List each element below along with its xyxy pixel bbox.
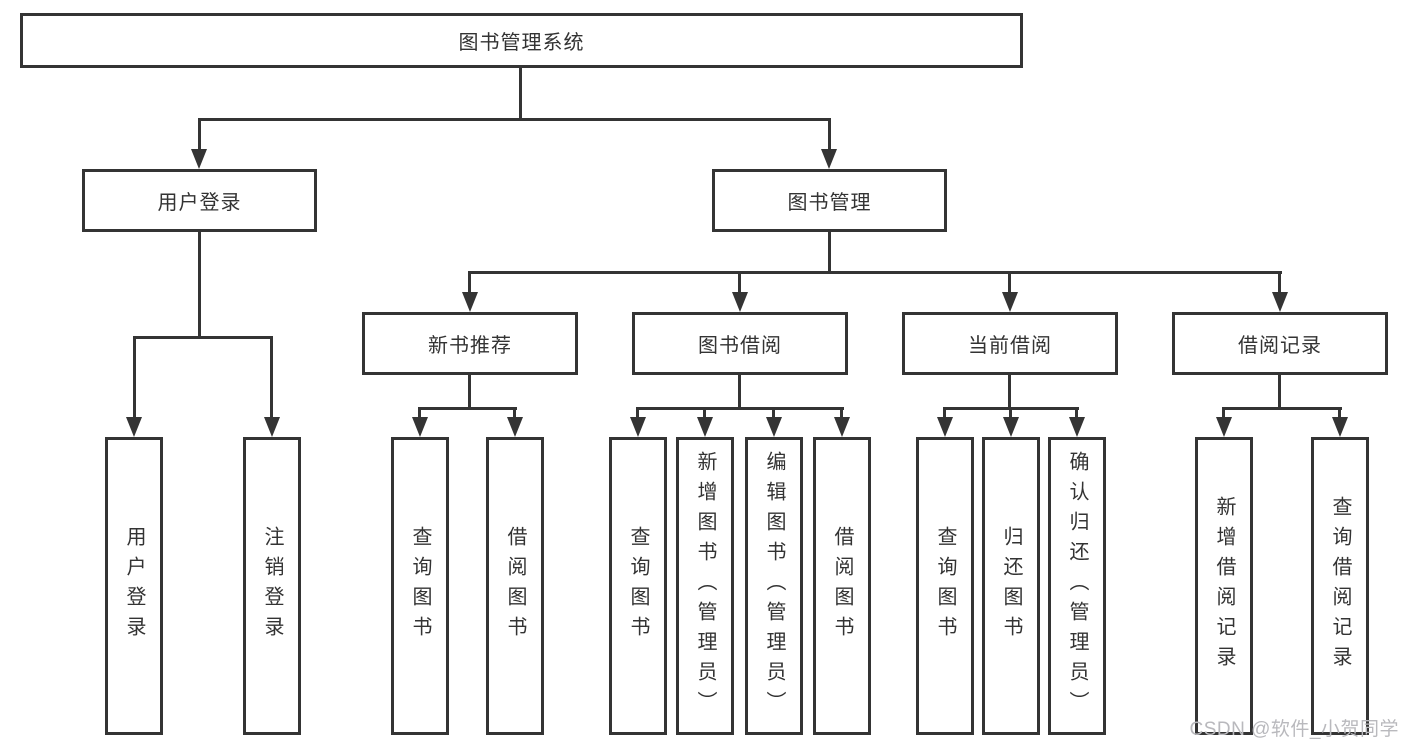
connector-line <box>468 375 471 409</box>
connector-line <box>1222 407 1225 420</box>
leaf-confirm-return-admin: 确认归还（管理员） <box>1048 437 1106 735</box>
node-root-label: 图书管理系统 <box>458 32 585 54</box>
leaf-return-books: 归还图书 <box>982 437 1040 735</box>
csdn-watermark: CSDN @软件_小贺同学 <box>1189 719 1399 740</box>
arrow-down-icon <box>191 149 207 169</box>
arrow-down-icon <box>1216 417 1232 437</box>
leaf-current-query-books-label: 查询图书 <box>934 526 956 646</box>
arrow-down-icon <box>507 417 523 437</box>
arrow-down-icon <box>412 417 428 437</box>
connector-line <box>636 407 639 420</box>
connector-line <box>772 407 775 420</box>
arrow-down-icon <box>821 149 837 169</box>
connector-line <box>1075 407 1078 420</box>
leaf-edit-books-admin: 编辑图书（管理员） <box>745 437 803 735</box>
arrow-down-icon <box>834 417 850 437</box>
arrow-down-icon <box>126 417 142 437</box>
leaf-user-login: 用户登录 <box>105 437 163 735</box>
connector-line <box>636 407 844 410</box>
node-book-management: 图书管理 <box>712 169 947 232</box>
leaf-add-borrow-record: 新增借阅记录 <box>1195 437 1253 735</box>
node-current-borrowing: 当前借阅 <box>902 312 1118 375</box>
leaf-logout: 注销登录 <box>243 437 301 735</box>
connector-line <box>513 407 516 420</box>
connector-line <box>1222 407 1342 410</box>
connector-line <box>1008 271 1011 294</box>
node-borrowing-records: 借阅记录 <box>1172 312 1388 375</box>
connector-line <box>1278 271 1281 294</box>
arrow-down-icon <box>1002 292 1018 312</box>
arrow-down-icon <box>1069 417 1085 437</box>
connector-line <box>133 336 136 420</box>
connector-line <box>198 232 201 338</box>
leaf-borrow-query-books: 查询图书 <box>609 437 667 735</box>
arrow-down-icon <box>732 292 748 312</box>
connector-line <box>828 118 831 152</box>
leaf-recommend-borrow-books: 借阅图书 <box>486 437 544 735</box>
connector-line <box>828 232 831 273</box>
connector-line <box>840 407 843 420</box>
leaf-recommend-borrow-books-label: 借阅图书 <box>504 526 526 646</box>
node-borrowing-records-label: 借阅记录 <box>1238 335 1322 357</box>
leaf-recommend-query-books-label: 查询图书 <box>409 526 431 646</box>
connector-line <box>738 375 741 409</box>
node-book-management-label: 图书管理 <box>787 192 872 214</box>
node-user-login-label: 用户登录 <box>157 192 242 214</box>
leaf-edit-books-admin-label: 编辑图书（管理员） <box>763 451 785 721</box>
connector-line <box>418 407 421 420</box>
connector-line <box>133 336 273 339</box>
connector-line <box>468 271 1282 274</box>
node-book-borrowing-label: 图书借阅 <box>698 335 782 357</box>
node-user-login: 用户登录 <box>82 169 317 232</box>
connector-line <box>519 68 522 119</box>
connector-line <box>1009 407 1012 420</box>
leaf-user-login-label: 用户登录 <box>123 526 145 646</box>
connector-line <box>270 336 273 420</box>
connector-line <box>703 407 706 420</box>
node-book-borrowing: 图书借阅 <box>632 312 848 375</box>
connector-line <box>198 118 831 121</box>
leaf-recommend-query-books: 查询图书 <box>391 437 449 735</box>
arrow-down-icon <box>937 417 953 437</box>
connector-line <box>418 407 517 410</box>
leaf-borrow-query-books-label: 查询图书 <box>627 526 649 646</box>
leaf-current-query-books: 查询图书 <box>916 437 974 735</box>
arrow-down-icon <box>462 292 478 312</box>
arrow-down-icon <box>697 417 713 437</box>
arrow-down-icon <box>766 417 782 437</box>
node-root: 图书管理系统 <box>20 13 1023 68</box>
arrow-down-icon <box>1272 292 1288 312</box>
connector-line <box>1338 407 1341 420</box>
connector-line <box>1278 375 1281 409</box>
leaf-borrow-books: 借阅图书 <box>813 437 871 735</box>
arrow-down-icon <box>264 417 280 437</box>
leaf-add-borrow-record-label: 新增借阅记录 <box>1213 496 1235 676</box>
leaf-add-books-admin-label: 新增图书（管理员） <box>694 451 716 721</box>
leaf-add-books-admin: 新增图书（管理员） <box>676 437 734 735</box>
connector-line <box>943 407 946 420</box>
connector-line <box>198 118 201 152</box>
node-new-book-recommendation: 新书推荐 <box>362 312 578 375</box>
node-current-borrowing-label: 当前借阅 <box>968 335 1052 357</box>
connector-line <box>738 271 741 294</box>
connector-line <box>468 271 471 294</box>
arrow-down-icon <box>1003 417 1019 437</box>
leaf-borrow-books-label: 借阅图书 <box>831 526 853 646</box>
leaf-logout-label: 注销登录 <box>261 526 283 646</box>
arrow-down-icon <box>630 417 646 437</box>
connector-line <box>1008 375 1011 409</box>
leaf-query-borrow-record: 查询借阅记录 <box>1311 437 1369 735</box>
leaf-confirm-return-admin-label: 确认归还（管理员） <box>1066 451 1088 721</box>
leaf-return-books-label: 归还图书 <box>1000 526 1022 646</box>
node-new-book-recommendation-label: 新书推荐 <box>428 335 512 357</box>
arrow-down-icon <box>1332 417 1348 437</box>
leaf-query-borrow-record-label: 查询借阅记录 <box>1329 496 1351 676</box>
